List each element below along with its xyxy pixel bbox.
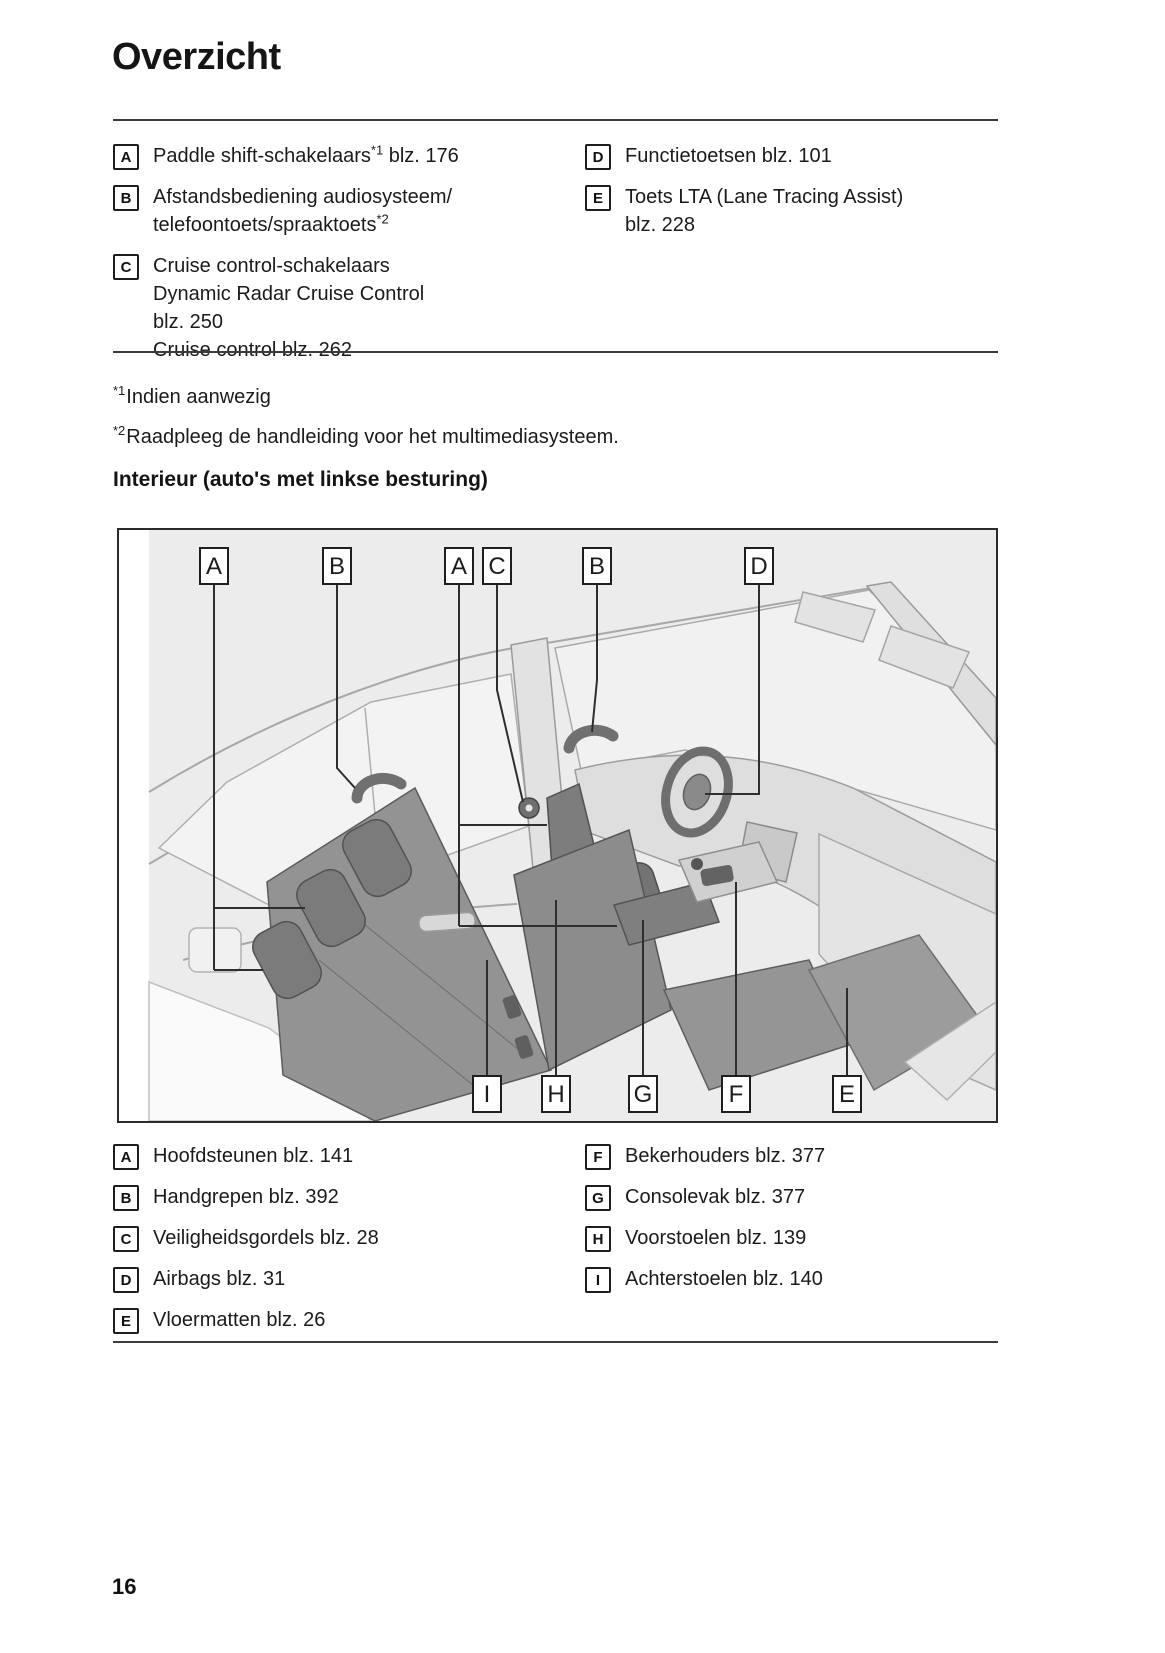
legend-item: C Veiligheidsgordels blz. 28 — [113, 1224, 573, 1252]
legend-text: Consolevak blz. 377 — [625, 1186, 806, 1208]
legend-item: B Handgrepen blz. 392 — [113, 1183, 573, 1211]
list-item-b: B Afstandsbediening audiosysteem/ telefo… — [113, 183, 573, 239]
legend-text: Hoofdsteunen blz. 141 — [153, 1145, 354, 1167]
callout-box — [199, 547, 229, 585]
list-item-text: Afstandsbediening audiosysteem/ telefoon… — [153, 186, 453, 236]
seatbelt-buckle-2 — [514, 1035, 534, 1059]
legend-item: G Consolevak blz. 377 — [585, 1183, 998, 1211]
legend-right: F Bekerhouders blz. 377 G Consolevak blz… — [585, 1142, 998, 1306]
key-badge: H — [585, 1226, 611, 1252]
footnote-ref: *2 — [376, 211, 389, 227]
legend-item: F Bekerhouders blz. 377 — [585, 1142, 998, 1170]
leader-lines — [213, 584, 848, 1076]
legend-text: Handgrepen blz. 392 — [153, 1186, 339, 1208]
gear-shifter — [691, 858, 703, 870]
callout-box — [628, 1075, 658, 1113]
car-interior-illustration: A B A C B D I H G F E — [119, 530, 996, 1121]
footnote-ref: *1 — [370, 142, 384, 158]
callout-letter: B — [329, 553, 345, 580]
legend-text: Veiligheidsgordels blz. 28 — [153, 1227, 379, 1249]
callouts-top: A B A C B D — [199, 547, 774, 585]
front-grab-handle — [563, 724, 619, 754]
page-title: Overzicht — [112, 36, 281, 78]
door-handle — [418, 911, 476, 933]
list-item-e: E Toets LTA (Lane Tracing Assist) blz. 2… — [585, 183, 998, 239]
key-badge: B — [113, 1185, 139, 1211]
rear-seat-seams — [318, 919, 520, 1091]
callout-box — [721, 1075, 751, 1113]
front-seat-back — [513, 828, 672, 1072]
callout-letter: G — [634, 1081, 653, 1108]
list-item-text: Paddle shift-schakelaars*1 blz. 176 — [153, 142, 459, 167]
legend-item: E Vloermatten blz. 26 — [113, 1306, 573, 1334]
seatbelt-buckle-1 — [502, 995, 522, 1019]
legend-item: I Achterstoelen blz. 140 — [585, 1265, 998, 1293]
list-item-d: D Functietoetsen blz. 101 — [585, 142, 998, 170]
callout-letter: E — [839, 1081, 855, 1108]
key-badge: C — [113, 1226, 139, 1252]
key-badge: G — [585, 1185, 611, 1211]
callout-letter: D — [750, 553, 767, 580]
list-item-a: A Paddle shift-schakelaars*1 blz. 176 — [113, 142, 573, 170]
rear-headrests — [252, 818, 412, 1000]
legend-text: Voorstoelen blz. 139 — [625, 1227, 807, 1249]
list-item-text: Cruise control-schakelaars Dynamic Radar… — [153, 255, 425, 361]
legend-left: A Hoofdsteunen blz. 141 B Handgrepen blz… — [113, 1142, 573, 1347]
footnote-2: *2Raadpleeg de handleiding voor het mult… — [113, 423, 619, 448]
seatbelt-anchor-pin — [525, 804, 533, 812]
controls-list-left: A Paddle shift-schakelaars*1 blz. 176 B … — [113, 142, 573, 377]
key-badge: F — [585, 1144, 611, 1170]
page-number: 16 — [112, 1574, 137, 1599]
key-badge-e: E — [585, 185, 611, 211]
door-sill — [903, 1001, 996, 1102]
sun-visor-right — [878, 625, 971, 689]
steering-wheel — [661, 746, 733, 838]
sun-visor-left — [794, 591, 876, 643]
legend-text: Bekerhouders blz. 377 — [625, 1145, 826, 1167]
callout-box — [744, 547, 774, 585]
callouts-bottom: I H G F E — [472, 1075, 862, 1113]
list-item-text: Functietoetsen blz. 101 — [625, 145, 832, 167]
callout-box — [582, 547, 612, 585]
callout-letter: I — [484, 1081, 491, 1108]
console-armrest — [613, 881, 720, 946]
key-badge: A — [113, 1144, 139, 1170]
callout-letter: A — [451, 553, 467, 580]
key-badge-d: D — [585, 144, 611, 170]
callout-letter: A — [206, 553, 222, 580]
callout-box — [482, 547, 512, 585]
legend-text: Vloermatten blz. 26 — [153, 1309, 326, 1331]
list-item-text: Toets LTA (Lane Tracing Assist) blz. 228 — [625, 186, 904, 236]
callout-letter: F — [729, 1081, 744, 1108]
callout-letter: H — [547, 1081, 564, 1108]
footnote-1: *1Indien aanwezig — [113, 383, 271, 408]
legend-text: Achterstoelen blz. 140 — [625, 1268, 823, 1290]
callout-box — [472, 1075, 502, 1113]
callout-box — [444, 547, 474, 585]
callout-box — [832, 1075, 862, 1113]
callout-letter: B — [589, 553, 605, 580]
callout-box — [541, 1075, 571, 1113]
section-heading: Interieur (auto's met linkse besturing) — [113, 468, 488, 491]
list-item-c: C Cruise control-schakelaars Dynamic Rad… — [113, 252, 573, 364]
controls-list-right: D Functietoetsen blz. 101 E Toets LTA (L… — [585, 142, 998, 252]
key-badge-a: A — [113, 144, 139, 170]
divider-top — [113, 119, 998, 121]
key-badge: D — [113, 1267, 139, 1293]
legend-text: Airbags blz. 31 — [153, 1268, 286, 1290]
console-tray — [700, 864, 734, 887]
callout-box — [322, 547, 352, 585]
legend-item: A Hoofdsteunen blz. 141 — [113, 1142, 573, 1170]
divider-middle — [113, 351, 998, 353]
key-badge-c: C — [113, 254, 139, 280]
interior-diagram: A B A C B D I H G F E — [117, 528, 998, 1123]
rear-grab-handle — [351, 772, 407, 804]
key-badge: E — [113, 1308, 139, 1334]
legend-item: H Voorstoelen blz. 139 — [585, 1224, 998, 1252]
callout-letter: C — [488, 553, 505, 580]
key-badge-b: B — [113, 185, 139, 211]
legend-item: D Airbags blz. 31 — [113, 1265, 573, 1293]
key-badge: I — [585, 1267, 611, 1293]
divider-bottom — [113, 1341, 998, 1343]
